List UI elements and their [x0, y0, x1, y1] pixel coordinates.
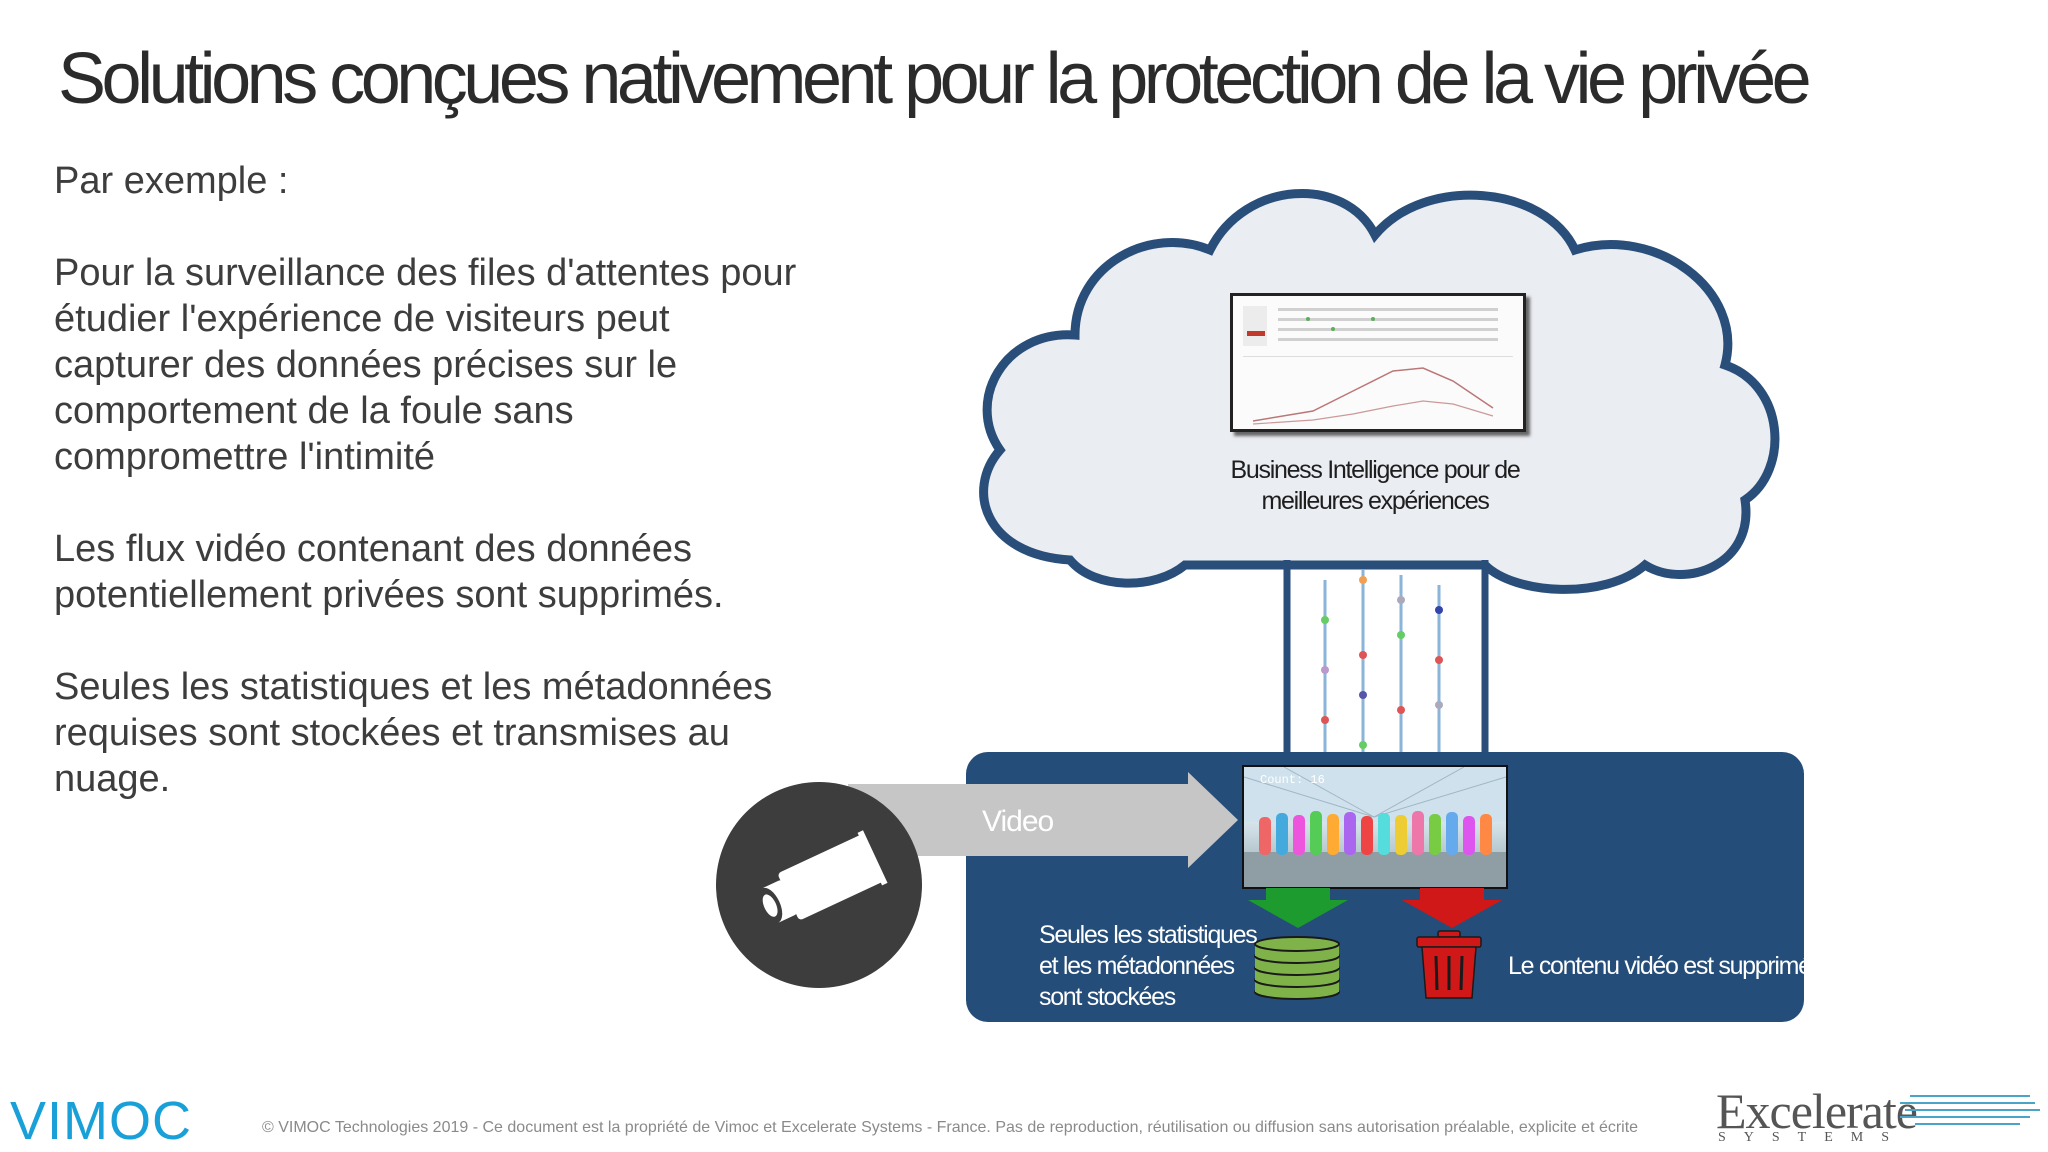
video-frame-image: Count: 16: [1242, 765, 1508, 889]
paragraph-video-deleted: Les flux vidéo contenant des données pot…: [54, 528, 724, 616]
stored-caption-line1: Seules les statistiques: [1039, 921, 1258, 949]
count-label: Count: 16: [1260, 773, 1325, 787]
vimoc-logo: VIMOC: [10, 1091, 193, 1151]
intro-text: Par exemple :: [54, 160, 289, 202]
cloud-caption-line1: Business Intelligence pour de: [1230, 456, 1521, 484]
analytics-dashboard-image: [1230, 293, 1526, 432]
dashboard-chart: [1233, 296, 1523, 429]
stored-caption: Seules les statistiques et les métadonné…: [1039, 920, 1258, 1013]
cloud-caption-line2: meilleures expériences: [1261, 487, 1489, 515]
database-icon: [1254, 936, 1340, 1000]
trash-icon: [1416, 930, 1482, 999]
excelerate-logo: Excelerate: [1716, 1083, 1918, 1139]
paragraph-stats-stored: Seules les statistiques et les métadonné…: [54, 666, 773, 800]
body-text: Par exemple : Pour la surveillance des f…: [54, 158, 814, 848]
excelerate-lines-icon: [1900, 1095, 2040, 1125]
cloud-caption: Business Intelligence pour de meilleures…: [1195, 455, 1555, 517]
copyright-text: © VIMOC Technologies 2019 - Ce document …: [262, 1119, 1639, 1136]
deleted-arrow-icon: [1402, 888, 1502, 928]
security-camera-icon: [758, 830, 888, 924]
slide-title: Solutions conçues nativement pour la pro…: [58, 39, 1812, 119]
stored-arrow-icon: [1248, 888, 1348, 928]
excelerate-sub: SYSTEMS: [1718, 1130, 1908, 1145]
data-pipes: [1283, 560, 1489, 760]
crowd-image: [1244, 767, 1506, 887]
deleted-caption: Le contenu vidéo est supprimé: [1508, 952, 1804, 980]
camera-circle: [716, 782, 922, 988]
stored-caption-line2: et les métadonnées: [1039, 952, 1235, 980]
video-arrow: [848, 772, 1238, 868]
paragraph-queue-monitoring: Pour la surveillance des files d'attente…: [54, 252, 797, 478]
stored-caption-line3: sont stockées: [1039, 983, 1176, 1011]
video-label: Video: [982, 805, 1054, 838]
